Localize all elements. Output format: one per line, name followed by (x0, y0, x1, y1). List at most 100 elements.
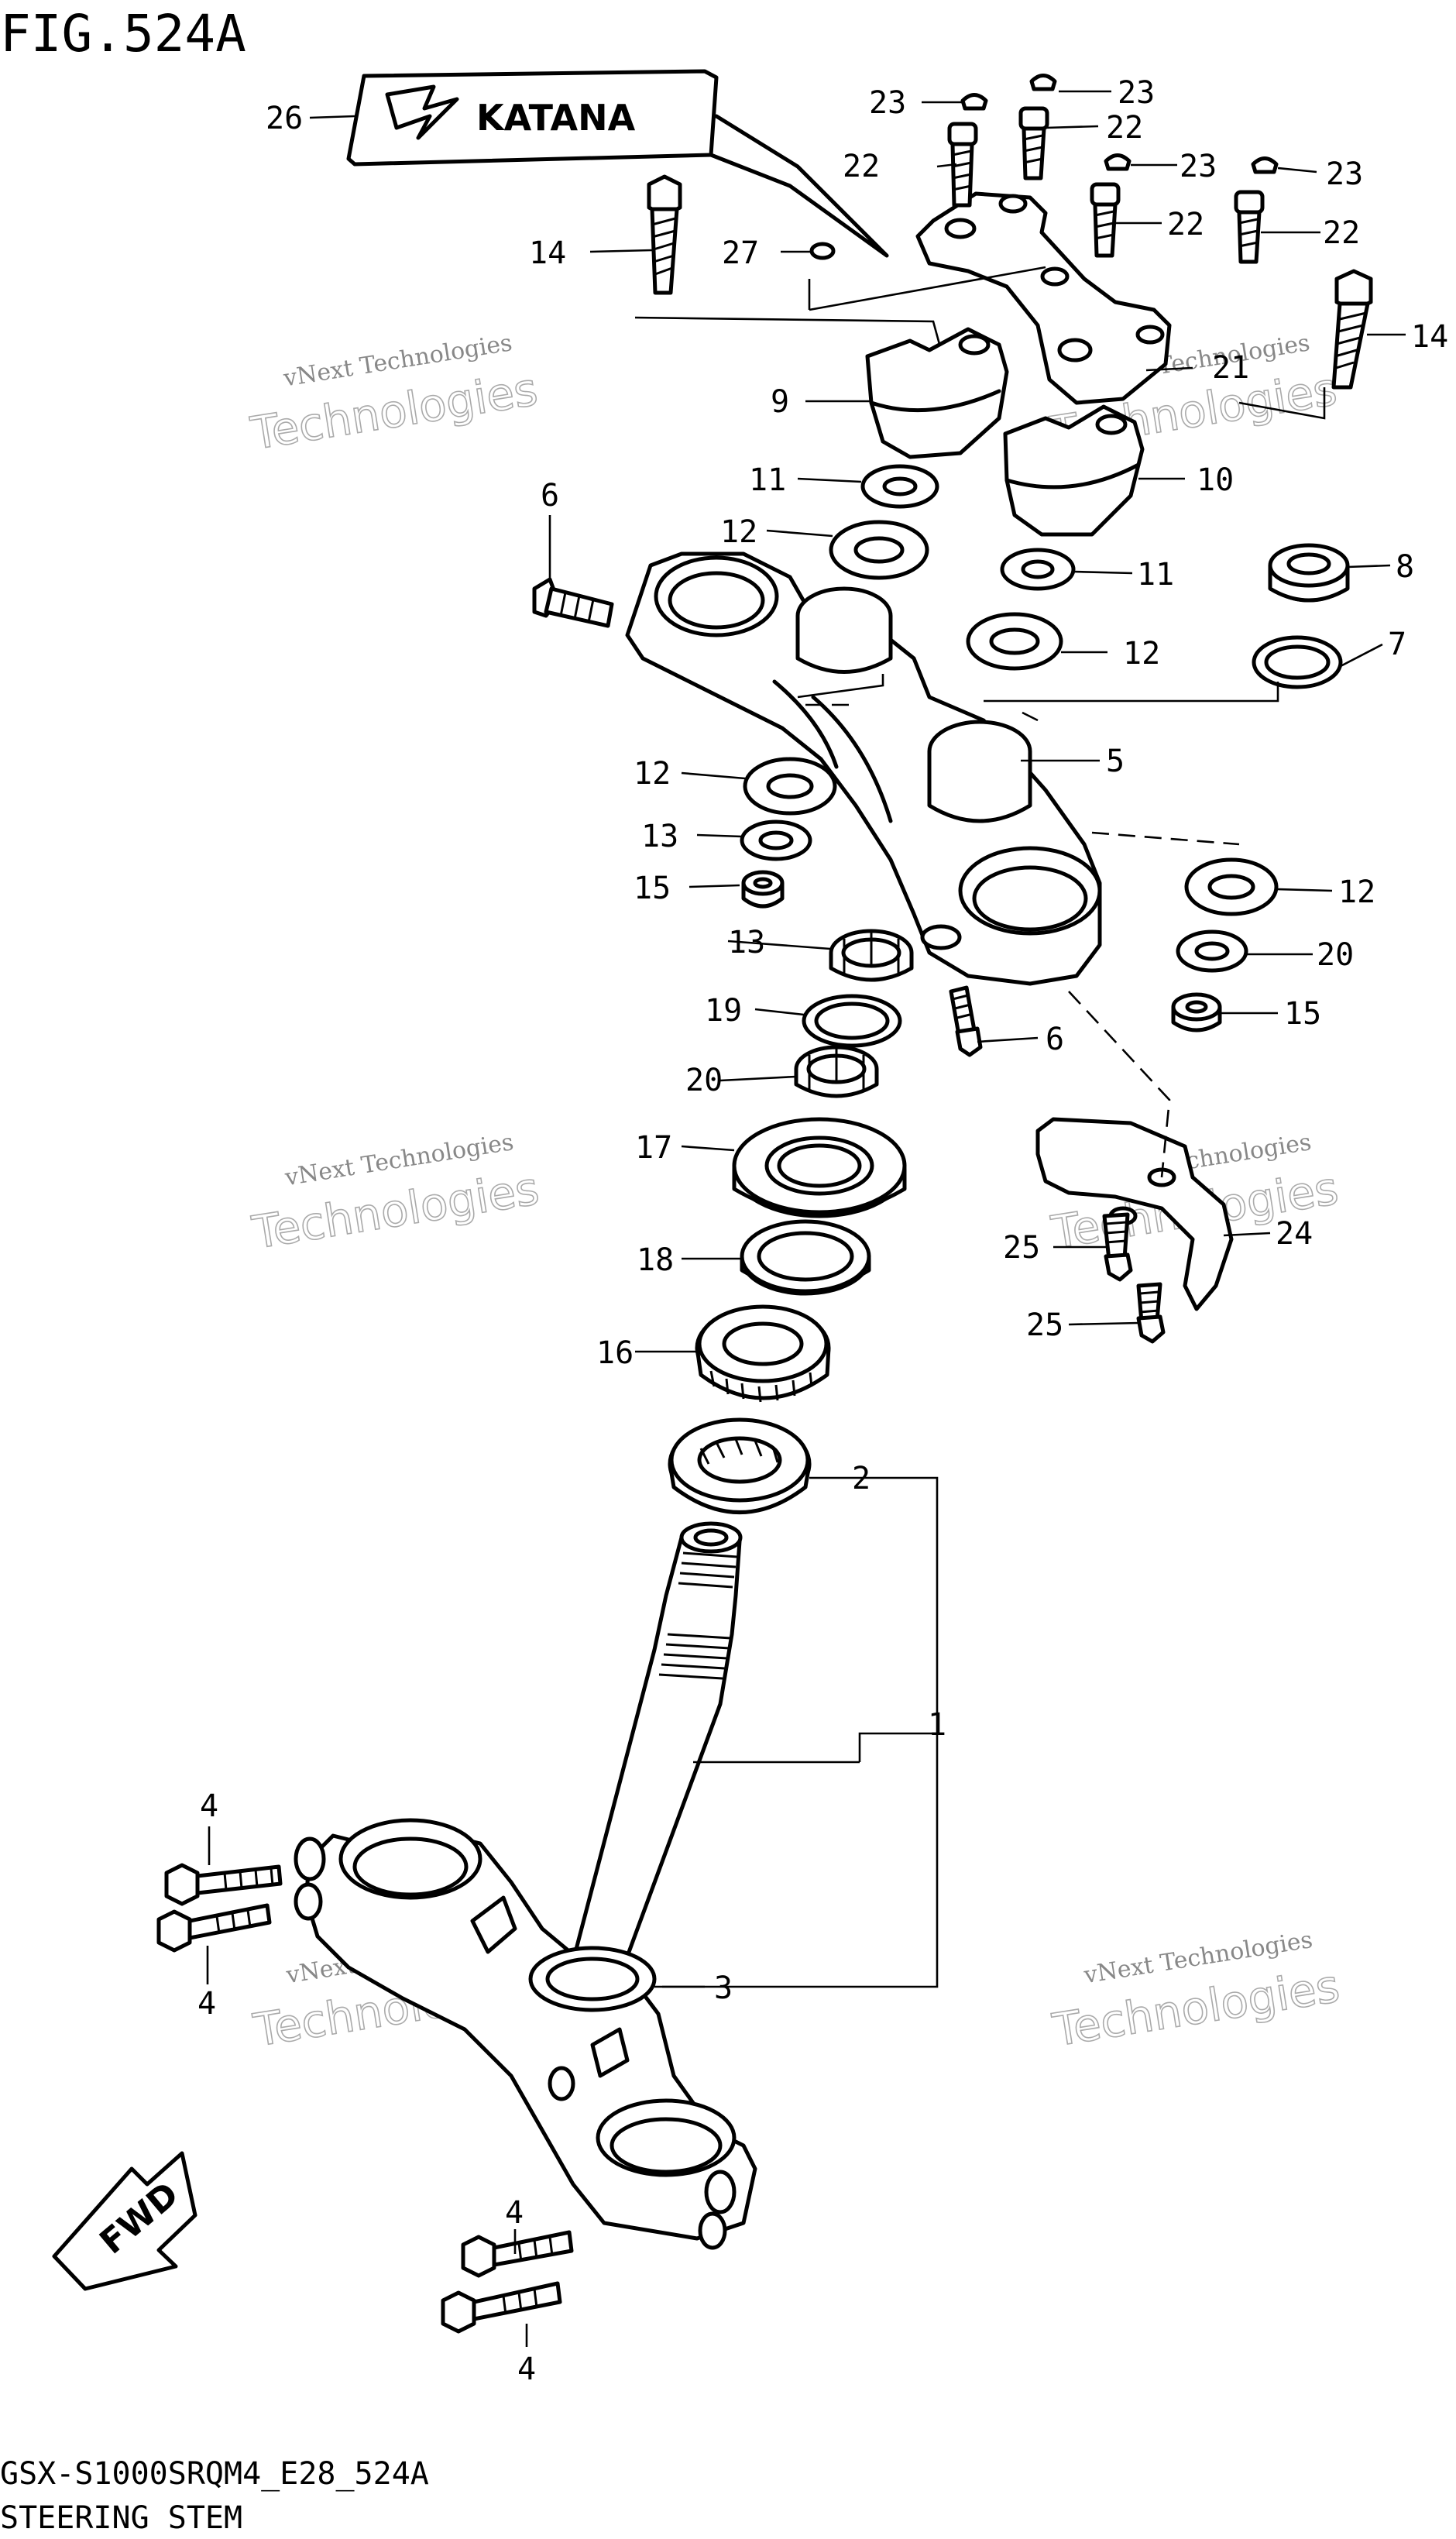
part-21-top-clamp (915, 191, 1172, 405)
part-11-washer-a (860, 464, 939, 509)
part-11-washer-b (1000, 548, 1076, 591)
part-4-bolt-c (461, 2230, 574, 2278)
callout-27: 27 (722, 235, 759, 271)
part-22-bolt-a (947, 122, 978, 208)
callout-11: 11 (749, 462, 786, 498)
fwd-arrow: FWD (52, 2151, 197, 2291)
callout-24: 24 (1276, 1216, 1313, 1252)
part-18-spacer (740, 1219, 871, 1296)
part-22-bolt-b (1018, 106, 1049, 180)
callout-22: 22 (843, 149, 880, 184)
part-4-bolt-d (441, 2281, 562, 2334)
callout-6: 6 (1046, 1022, 1064, 1057)
callout-25: 25 (1026, 1307, 1063, 1343)
part-16-bearing (695, 1304, 831, 1403)
model-code: GSX-S1000SRQM4_E28_524A (0, 2456, 429, 2492)
callout-11: 11 (1137, 557, 1174, 593)
watermark-6: vNext Technologies Technologies (1049, 1926, 1344, 2057)
callout-25: 25 (1003, 1230, 1040, 1266)
callout-21: 21 (1212, 350, 1249, 386)
part-6-bolt-lower (949, 985, 983, 1057)
callout-18: 18 (637, 1242, 674, 1278)
part-8-nut (1268, 543, 1350, 603)
callout-22: 22 (1323, 215, 1360, 251)
part-12-washer-d (1184, 857, 1279, 916)
callout-12: 12 (1123, 636, 1160, 672)
callout-9: 9 (771, 384, 789, 420)
callout-23: 23 (869, 85, 906, 121)
part-4-bolt-b (156, 1903, 272, 1953)
part-26-emblem: KATANA (346, 69, 889, 258)
part-27-plug (809, 242, 836, 260)
callout-12: 12 (634, 756, 671, 792)
callout-12: 12 (720, 514, 757, 550)
callout-13: 13 (641, 819, 678, 854)
callout-2: 2 (852, 1461, 871, 1496)
callout-19: 19 (705, 993, 742, 1029)
leader-lines (206, 90, 1406, 2347)
emblem-text: KATANA (476, 97, 636, 139)
part-6-bolt-upper (532, 577, 614, 628)
part-3-seal (528, 1946, 657, 2012)
callout-12: 12 (1338, 874, 1375, 910)
callout-4: 4 (505, 2195, 524, 2231)
callout-15: 15 (634, 871, 671, 906)
callout-7: 7 (1388, 627, 1406, 662)
callout-1: 1 (928, 1707, 946, 1743)
callout-8: 8 (1396, 549, 1414, 585)
part-9-handlebar-holder (865, 327, 1009, 459)
part-7-seal (1252, 635, 1343, 689)
part-14-bolt-right (1331, 269, 1373, 390)
callout-10: 10 (1197, 462, 1234, 498)
part-20-locknut-b (794, 1045, 879, 1098)
callout-14: 14 (1411, 319, 1448, 355)
callout-6: 6 (541, 478, 559, 514)
part-15-nut-b (1171, 992, 1222, 1032)
part-12-washer-a (829, 520, 929, 580)
part-1-steering-stem (563, 1521, 743, 2001)
callout-20: 13 (728, 925, 765, 960)
part-17-dust-seal (732, 1117, 907, 1218)
callout-14: 14 (529, 235, 566, 271)
callout-17: 17 (635, 1130, 672, 1166)
callout-13: 20 (1317, 937, 1354, 973)
part-10-handlebar-holder (1003, 404, 1145, 537)
callout-4: 4 (517, 2352, 536, 2387)
part-19-washer (802, 994, 902, 1048)
callout-labels: 26 23 22 23 22 23 22 23 22 14 27 14 9 21… (197, 75, 1448, 2387)
callout-15: 15 (1284, 996, 1321, 1032)
callout-23: 23 (1118, 75, 1155, 111)
callout-22: 22 (1106, 110, 1143, 146)
callout-23: 23 (1180, 149, 1217, 184)
callout-16: 16 (596, 1335, 634, 1371)
part-15-nut-a (741, 870, 785, 909)
part-14-bolt-left (647, 174, 682, 295)
part-22-bolt-d (1234, 190, 1265, 264)
part-25-bolt-a (1102, 1212, 1133, 1282)
callout-5: 5 (1106, 744, 1125, 779)
part-13-washer-b (1176, 929, 1248, 973)
callout-20: 20 (685, 1063, 723, 1098)
callout-26: 26 (266, 101, 303, 136)
part-4-bolt-a (164, 1863, 283, 1906)
part-22-bolt-c (1090, 182, 1121, 258)
part-25-bolt-b (1136, 1282, 1166, 1344)
callout-3: 3 (714, 1970, 733, 2006)
callout-22: 22 (1167, 207, 1204, 242)
part-2-bearing (668, 1417, 812, 1514)
callout-4: 4 (200, 1788, 218, 1824)
part-5-upper-bracket (625, 551, 1102, 986)
part-12-washer-c (743, 757, 837, 816)
part-20-locknut-a (829, 929, 914, 982)
part-13-washer-a (740, 819, 812, 861)
part-23-caps (960, 74, 1279, 174)
callout-23: 23 (1326, 156, 1363, 192)
watermark-3: vNext Technologies Technologies (248, 1129, 543, 1259)
part-12-washer-b (966, 612, 1063, 671)
part-1-lower-bracket (294, 1818, 757, 2250)
section-name: STEERING STEM (0, 2500, 242, 2536)
figure-title: FIG.524A (0, 4, 246, 64)
callout-4: 4 (197, 1986, 216, 2022)
watermark-1: vNext Technologies Technologies (246, 329, 541, 460)
